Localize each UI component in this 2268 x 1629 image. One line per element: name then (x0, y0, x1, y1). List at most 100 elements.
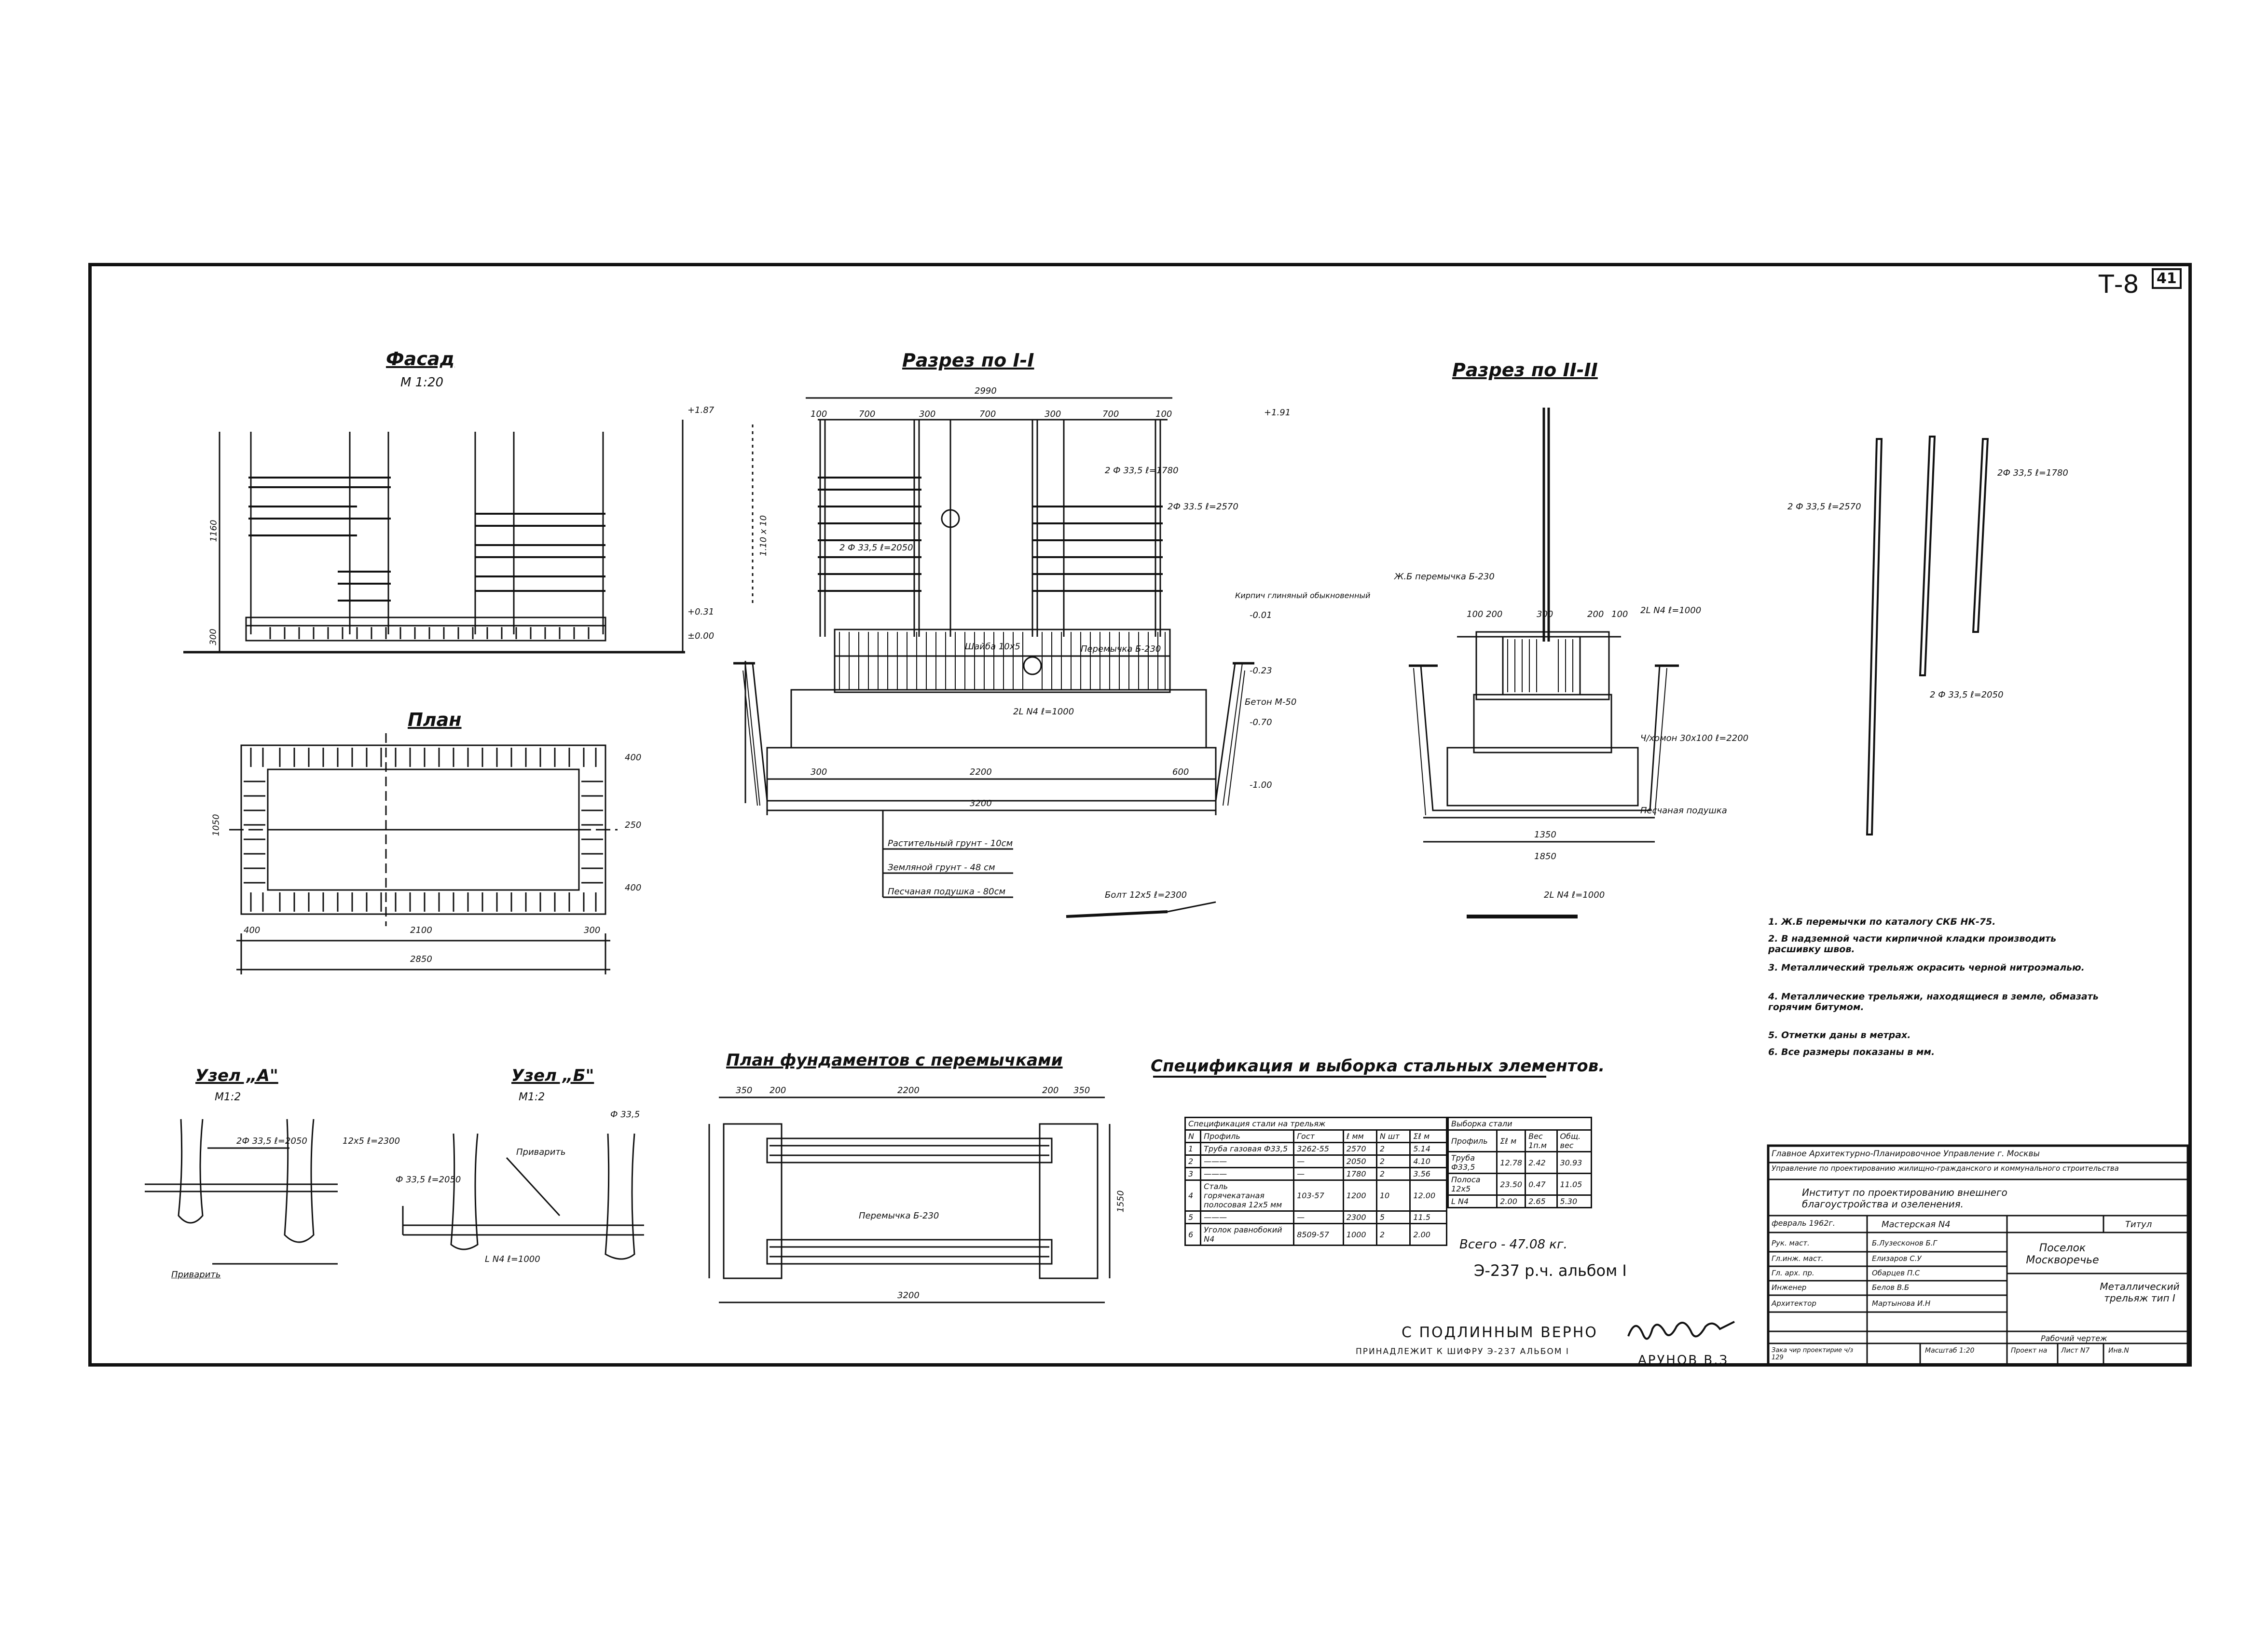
spec-right-col: Профиль (1447, 1129, 1498, 1152)
tb-bottom-3: Проект на (2011, 1347, 2048, 1355)
cell: 2.65 (1525, 1194, 1558, 1208)
stamp-belongs: ПРИНАДЛЕЖИТ К ШИФРУ Э-237 АЛЬБОМ I (1356, 1347, 1569, 1356)
facade-level-mid: +0.31 (687, 607, 715, 617)
facade-level-top: +1.87 (687, 405, 715, 415)
cell: 11.5 (1409, 1210, 1447, 1224)
tb-name-2: Елизаров С.У (1872, 1254, 1922, 1263)
node-b-label-pipe-top: Ф 33,5 (610, 1109, 640, 1120)
foundation-plan-title: План фундаментов с перемычками (726, 1051, 1063, 1070)
section-1-dim-c: 300 (919, 409, 936, 419)
section-1-label-concrete: Бетон М-50 (1245, 697, 1297, 707)
node-a-scale: М1:2 (215, 1091, 241, 1103)
facade-level-zero: ±0.00 (687, 631, 715, 641)
tb-role-2: Гл.инж. маст. (1772, 1254, 1824, 1263)
tb-project: Поселок Москворечье (2026, 1242, 2099, 1266)
tb-stage: Рабочий чертеж (2041, 1334, 2107, 1343)
section-1-dim-bottom-b: 2200 (970, 767, 992, 777)
cell: 30.93 (1556, 1151, 1593, 1174)
note-6: 6. Все размеры показаны в мм. (1768, 1047, 1935, 1057)
node-b-label-pipe: Ф 33,5 ℓ=2050 (396, 1175, 461, 1185)
section-2-dim-7: 100 (1611, 609, 1628, 619)
section-1-level-top: +1.91 (1264, 408, 1291, 418)
cell: ——— (1200, 1154, 1295, 1168)
node-b-label-weld: Приварить (516, 1147, 566, 1157)
section-1-dim-b: 700 (859, 409, 876, 419)
cell: 2050 (1342, 1154, 1377, 1168)
cell: 4 (1184, 1179, 1202, 1212)
section-1-label-lintel: Перемычка Б-230 (1081, 644, 1161, 654)
cell: Сталь горячекатаная полосовая 12х5 мм (1200, 1179, 1295, 1212)
cell: ——— (1200, 1167, 1295, 1181)
spec-table-selection: Выборка стали Профиль Σℓ м Вес 1п.м Общ.… (1447, 1117, 1593, 1208)
plan-side-dim-4: 400 (625, 883, 642, 893)
tb-org1: Главное Архитектурно-Планировочное Управ… (1772, 1149, 2040, 1159)
cell: ——— (1200, 1210, 1295, 1224)
cell: 6 (1184, 1223, 1202, 1246)
spec-left-header: Спецификация стали на трельяж (1184, 1117, 1447, 1131)
spec-col-profile: Профиль (1200, 1129, 1295, 1143)
cell: 2.42 (1525, 1151, 1558, 1174)
plan-side-dim-2: 400 (625, 753, 642, 763)
note-2: 2. В надземной части кирпичной кладки пр… (1768, 933, 2057, 955)
spec-right-col: Вес 1п.м (1525, 1129, 1558, 1152)
tb-workshop: Мастерская N4 (1882, 1219, 1951, 1230)
section-1-layer-3: Песчаная подушка - 80см (888, 887, 1006, 897)
section-2-dim-2: 1850 (1534, 851, 1556, 862)
section-1-label-angle: 2L N4 ℓ=1000 (1013, 707, 1074, 717)
tb-org2: Управление по проектированию жилищно-гра… (1772, 1164, 2119, 1173)
cell: 5 (1375, 1210, 1411, 1224)
plan-title: План (408, 709, 462, 730)
plan-drawing (229, 733, 618, 974)
section-1-bolt: Болт 12х5 ℓ=2300 (1105, 890, 1187, 900)
foundation-dim-3: 2200 (897, 1085, 920, 1095)
section-1-level-rails: 1.10 х 10 (758, 515, 769, 557)
album-reference: Э-237 р.ч. альбом I (1474, 1261, 1627, 1280)
signature (1627, 1321, 1735, 1340)
section-1-level-2: -0.23 (1250, 666, 1272, 676)
note-3: 3. Металлический трельяж окрасить черной… (1768, 962, 2085, 973)
cell: Труба Ф33,5 (1447, 1151, 1498, 1174)
stamp-verified: С ПОДЛИННЫМ ВЕРНО (1402, 1324, 1598, 1341)
elements-drawing (1866, 436, 1989, 835)
plan-dim-right: 300 (584, 925, 601, 935)
tb-institute: Институт по проектированию внешнего благ… (1802, 1187, 2007, 1210)
tb-name-1: Б.Лузесконов Б.Г (1872, 1239, 1937, 1247)
section-1-label-pipe-2570: 2Ф 33.5 ℓ=2570 (1168, 502, 1238, 512)
node-a-label-pipe: 2Ф 33,5 ℓ=2050 (236, 1136, 307, 1146)
cell: 2.00 (1496, 1194, 1526, 1208)
cell: 12.78 (1496, 1151, 1526, 1174)
section-2-dim-5: 300 (1537, 609, 1553, 619)
section-2-drawing (1409, 408, 1679, 918)
tb-name-3: Обарцев П.С (1872, 1269, 1920, 1277)
cell: 2 (1375, 1223, 1411, 1246)
plan-dim-total: 2850 (410, 954, 432, 964)
section-2-dim-4: 200 (1486, 609, 1503, 619)
section-2-angle-detail: 2L N4 ℓ=1000 (1544, 890, 1605, 900)
foundation-dim-2: 200 (770, 1085, 786, 1095)
sheet-frame (88, 263, 2192, 1367)
cell: 2 (1375, 1167, 1411, 1181)
cell: 1780 (1342, 1167, 1377, 1181)
facade-dim-height: 1160 (208, 520, 219, 542)
section-1-level-1: -0.01 (1250, 610, 1272, 620)
section-1-dim-d: 700 (979, 409, 996, 419)
section-1-dim-a: 100 (811, 409, 827, 419)
section-1-title: Разрез по I-I (902, 350, 1034, 371)
cell: 1000 (1342, 1223, 1377, 1246)
node-a-title: Узел „А" (195, 1066, 278, 1085)
cell: — (1293, 1210, 1344, 1224)
spec-col-gost: Гост (1293, 1129, 1344, 1143)
node-a-label-weld: Приварить (171, 1270, 221, 1280)
foundation-dim-5: 350 (1073, 1085, 1090, 1095)
node-b-scale: М1:2 (519, 1091, 545, 1103)
facade-drawing (183, 420, 685, 654)
cell: 3 (1184, 1167, 1202, 1181)
cell: — (1293, 1154, 1344, 1168)
note-1: 1. Ж.Б перемычки по каталогу СКБ НК-75. (1768, 917, 1996, 927)
section-1-dim-e: 300 (1045, 409, 1061, 419)
cell: 12.00 (1409, 1179, 1447, 1212)
cell: 2570 (1342, 1142, 1377, 1156)
tb-drawing: Металлический трельяж тип I (2100, 1281, 2180, 1304)
spec-col-sum: Σℓ м (1409, 1129, 1447, 1143)
